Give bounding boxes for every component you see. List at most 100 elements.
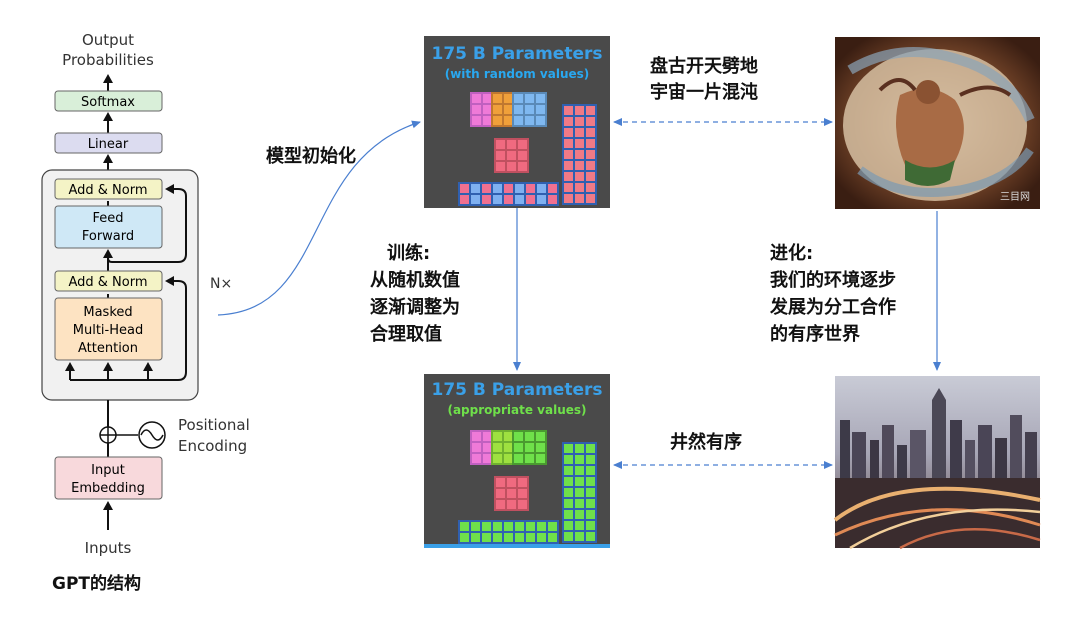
pangu-text-line2: 宇宙一片混沌 (650, 81, 758, 103)
linear-label: Linear (88, 137, 129, 152)
parameter-cell (586, 117, 595, 126)
parameter-cell (504, 533, 513, 542)
output-label-line1: Output (82, 31, 134, 49)
parameter-cell (482, 195, 491, 204)
parameter-cell (483, 94, 492, 103)
parameter-cell (518, 500, 527, 509)
parameter-cell (586, 455, 595, 464)
parameter-cell (575, 488, 584, 497)
parameter-cell (504, 522, 513, 531)
params-trained-panel: 175 B Parameters (appropriate values) (424, 374, 610, 548)
parameter-cell (493, 443, 502, 452)
parameter-cell (472, 454, 481, 463)
parameter-cell (471, 533, 480, 542)
parameter-cell (514, 116, 523, 125)
parameter-cell (575, 466, 584, 475)
parameter-cell (493, 454, 502, 463)
parameter-cell (507, 489, 516, 498)
parameter-cell (483, 454, 492, 463)
parameter-cell (564, 455, 573, 464)
parameter-cell (564, 444, 573, 453)
softmax-label: Softmax (81, 95, 135, 110)
orderly-label: 井然有序 (670, 431, 742, 453)
parameter-cell (514, 432, 523, 441)
parameter-cell (504, 443, 513, 452)
parameter-cell (537, 184, 546, 193)
input-embedding-block (54, 456, 163, 500)
parameter-cell (507, 162, 516, 171)
parameter-cell (507, 151, 516, 160)
parameter-cell (472, 94, 481, 103)
parameter-cell (483, 105, 492, 114)
parameter-cell (537, 195, 546, 204)
training-text: 训练: 从随机数值 逐渐调整为 合理取值 (370, 242, 460, 345)
parameter-cell (586, 106, 595, 115)
parameter-cell (586, 139, 595, 148)
parameter-cell (504, 454, 513, 463)
positional-label-line2: Encoding (178, 437, 247, 455)
parameter-cell (526, 522, 535, 531)
params-trained-title: 175 B Parameters (431, 380, 602, 400)
parameter-cell (526, 184, 535, 193)
parameter-cell (507, 478, 516, 487)
parameter-cell (575, 150, 584, 159)
parameter-cell (537, 533, 546, 542)
city-photo (833, 376, 1041, 550)
parameter-cell (564, 106, 573, 115)
parameter-cell (496, 151, 505, 160)
parameter-cell (515, 533, 524, 542)
pangu-text-line1: 盘古开天劈地 (650, 55, 758, 77)
parameter-cell (504, 195, 513, 204)
pangu-painting: 三目网 (835, 37, 1040, 209)
parameter-cell (586, 532, 595, 541)
parameter-cell (518, 140, 527, 149)
parameter-cell (471, 522, 480, 531)
parameter-cell (575, 477, 584, 486)
parameter-cell (575, 194, 584, 203)
output-label-line2: Probabilities (62, 51, 154, 69)
parameter-cell (493, 105, 502, 114)
pangu-watermark: 三目网 (1000, 191, 1030, 203)
parameter-cell (525, 116, 534, 125)
evolution-text: 进化: 我们的环境逐步 发展为分工合作 的有序世界 (769, 242, 896, 345)
attention-label-line1: Masked (83, 305, 132, 320)
parameter-cell (586, 499, 595, 508)
parameter-cell (586, 150, 595, 159)
parameter-cell (504, 116, 513, 125)
svg-text:合理取值: 合理取值 (370, 323, 442, 345)
parameter-cell (507, 140, 516, 149)
parameter-cell (564, 488, 573, 497)
svg-text:我们的环境逐步: 我们的环境逐步 (770, 269, 896, 291)
parameter-cell (472, 105, 481, 114)
parameter-cell (493, 116, 502, 125)
parameter-cell (471, 184, 480, 193)
parameter-cell (515, 522, 524, 531)
parameter-cell (515, 195, 524, 204)
parameter-cell (514, 94, 523, 103)
parameter-cell (586, 510, 595, 519)
parameter-cell (483, 432, 492, 441)
parameter-cell (575, 499, 584, 508)
parameter-cell (460, 195, 469, 204)
parameter-cell (564, 477, 573, 486)
parameter-cell (536, 94, 545, 103)
attention-label-line3: Attention (78, 341, 138, 356)
parameter-cell (536, 432, 545, 441)
parameter-cell (483, 116, 492, 125)
parameter-cell (564, 161, 573, 170)
parameter-cell (564, 510, 573, 519)
parameter-cell (460, 533, 469, 542)
parameter-cell (586, 172, 595, 181)
parameter-cell (482, 533, 491, 542)
parameter-cell (586, 161, 595, 170)
parameter-cell (525, 94, 534, 103)
attention-label-line2: Multi-Head (73, 323, 143, 338)
parameter-cell (575, 532, 584, 541)
init-arrow (217, 120, 421, 316)
parameter-cell (514, 454, 523, 463)
parameter-cell (564, 194, 573, 203)
parameter-cell (564, 183, 573, 192)
parameter-cell (564, 521, 573, 530)
embedding-label-line2: Embedding (71, 481, 145, 496)
